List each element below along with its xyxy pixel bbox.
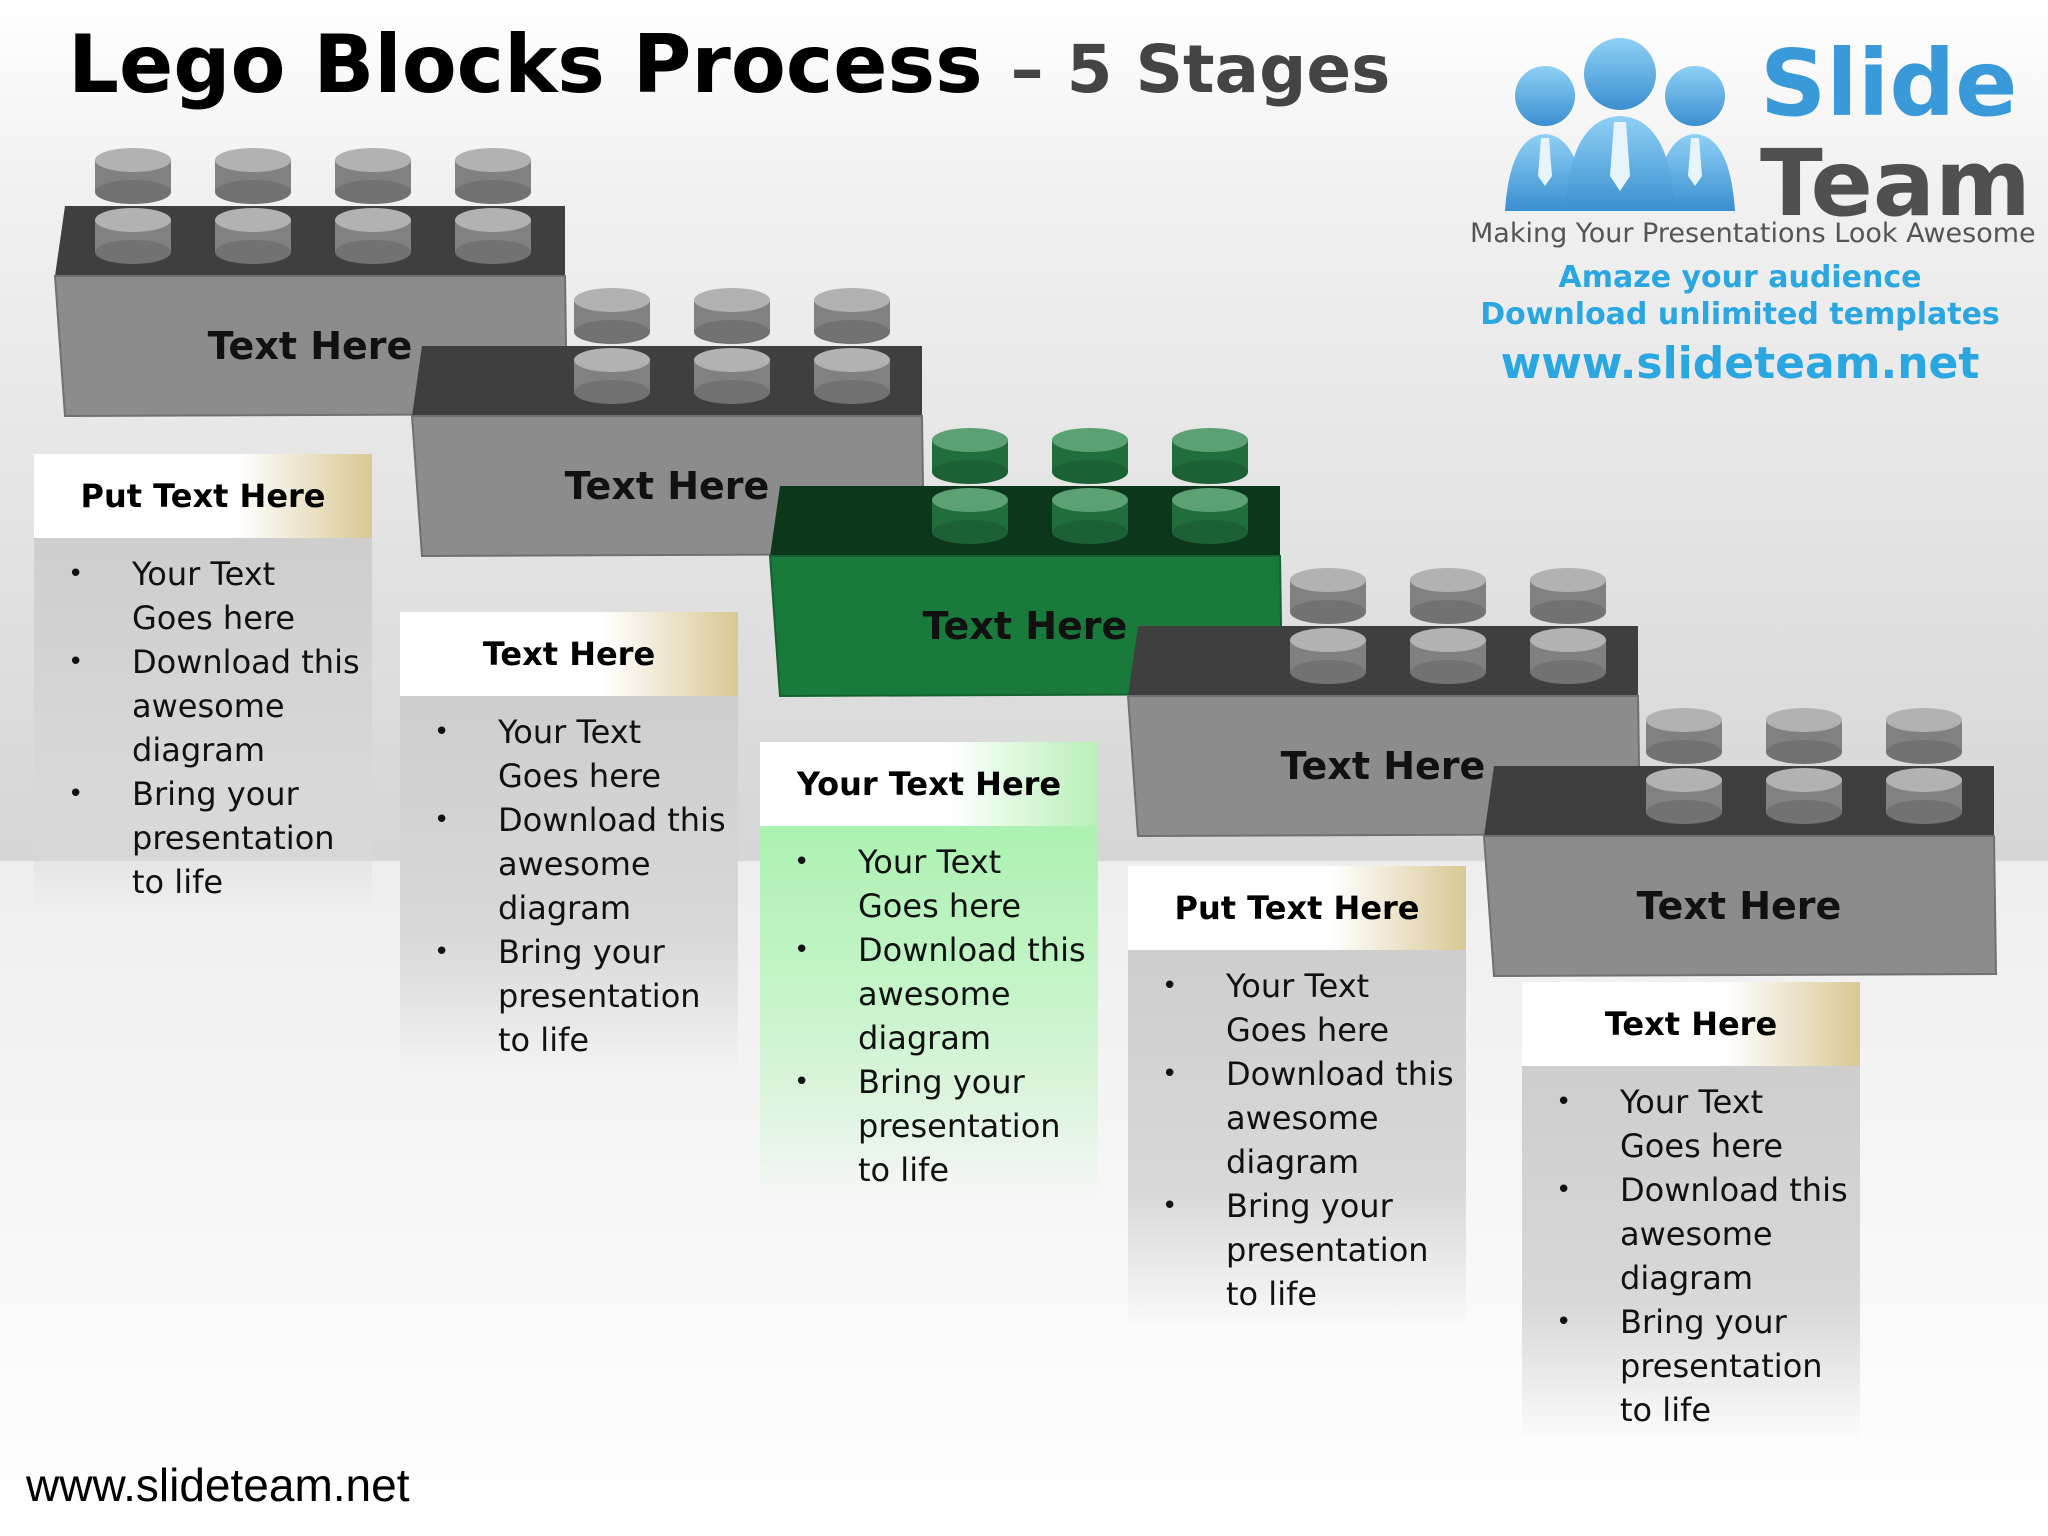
lego-stud: [1410, 568, 1486, 624]
block-label: Text Here: [207, 324, 413, 368]
lego-stud: [1290, 628, 1366, 684]
brick-top-face: [412, 346, 922, 416]
lego-stud: [455, 148, 531, 204]
lego-stud: [455, 208, 531, 264]
card-bullet: Download this awesome diagram: [760, 928, 1098, 1060]
stage-card-3: Your Text Here Your Text Goes here Downl…: [760, 742, 1098, 1202]
card-bullet: Your Text Goes here: [1522, 1080, 1860, 1168]
card-bullet: Bring your presentation to life: [34, 772, 372, 904]
lego-brick-shape: [1126, 568, 1642, 838]
card-heading: Text Here: [1522, 982, 1860, 1066]
stage-card-4: Put Text Here Your Text Goes here Downlo…: [1128, 866, 1466, 1326]
slide-title: Lego Blocks Process – 5 Stages: [68, 18, 1390, 111]
lego-stud: [814, 348, 890, 404]
lego-stud: [1530, 628, 1606, 684]
lego-stud: [932, 488, 1008, 544]
card-bullet: Your Text Goes here: [1128, 964, 1466, 1052]
lego-stud: [1410, 628, 1486, 684]
logo-line-download: Download unlimited templates: [1480, 297, 2000, 332]
people-logo-icon: [1505, 38, 1735, 211]
lego-brick-shape: [1482, 708, 1998, 978]
card-bullet: Download this awesome diagram: [400, 798, 738, 930]
lego-stud: [1172, 428, 1248, 484]
lego-stud: [814, 288, 890, 344]
title-subtitle: – 5 Stages: [1010, 31, 1391, 108]
lego-stud: [1886, 768, 1962, 824]
lego-stud: [1530, 568, 1606, 624]
lego-stud: [1646, 768, 1722, 824]
card-bullet: Download this awesome diagram: [1128, 1052, 1466, 1184]
brick-top-face: [770, 486, 1280, 556]
lego-stud: [694, 348, 770, 404]
card-bullet: Your Text Goes here: [34, 552, 372, 640]
stage-card-2: Text Here Your Text Goes here Download t…: [400, 612, 738, 1072]
lego-stud: [215, 208, 291, 264]
block-label: Text Here: [1636, 884, 1842, 928]
card-heading: Text Here: [400, 612, 738, 696]
card-bullet: Download this awesome diagram: [1522, 1168, 1860, 1300]
lego-stud: [95, 208, 171, 264]
lego-stud: [1052, 488, 1128, 544]
lego-stud: [1886, 708, 1962, 764]
card-bullet: Bring your presentation to life: [760, 1060, 1098, 1192]
lego-stud: [335, 208, 411, 264]
lego-stud: [335, 148, 411, 204]
slideteam-logo: Slide Team Making Your Presentations Loo…: [1470, 20, 2036, 389]
brick-top-face: [1128, 626, 1638, 696]
block-label: Text Here: [564, 464, 770, 508]
card-heading: Your Text Here: [760, 742, 1098, 826]
card-bullet: Bring your presentation to life: [400, 930, 738, 1062]
block-label: Text Here: [922, 604, 1128, 648]
logo-line-amaze: Amaze your audience: [1558, 260, 1922, 295]
lego-stud: [1766, 768, 1842, 824]
lego-stud: [932, 428, 1008, 484]
lego-stud: [215, 148, 291, 204]
lego-stud: [1766, 708, 1842, 764]
card-bullet: Bring your presentation to life: [1128, 1184, 1466, 1316]
lego-stud: [1052, 428, 1128, 484]
brick-top-face: [55, 206, 565, 276]
brick-front-face: [1482, 835, 1998, 978]
lego-stud: [95, 148, 171, 204]
logo-word-slide: Slide: [1760, 30, 2018, 137]
footer-url[interactable]: www.slideteam.net: [26, 1459, 410, 1511]
brick-top-face: [1484, 766, 1994, 836]
logo-url[interactable]: www.slideteam.net: [1500, 338, 1980, 389]
lego-stud: [1172, 488, 1248, 544]
card-bullet-list: Your Text Goes here Download this awesom…: [1128, 950, 1466, 1326]
lego-stud: [574, 288, 650, 344]
card-heading: Put Text Here: [1128, 866, 1466, 950]
card-bullet: Bring your presentation to life: [1522, 1300, 1860, 1432]
logo-word-team: Team: [1760, 130, 2031, 237]
lego-block-5: Text Here: [1482, 690, 2002, 978]
stage-card-1: Put Text Here Your Text Goes here Downlo…: [34, 454, 372, 914]
lego-stud: [1646, 708, 1722, 764]
lego-stud: [574, 348, 650, 404]
card-bullet: Your Text Goes here: [760, 840, 1098, 928]
block-label: Text Here: [1280, 744, 1486, 788]
lego-stud: [1290, 568, 1366, 624]
card-bullet: Your Text Goes here: [400, 710, 738, 798]
card-heading: Put Text Here: [34, 454, 372, 538]
card-bullet-list: Your Text Goes here Download this awesom…: [760, 826, 1098, 1202]
lego-stud: [694, 288, 770, 344]
card-bullet-list: Your Text Goes here Download this awesom…: [34, 538, 372, 914]
logo-tagline: Making Your Presentations Look Awesome: [1470, 218, 2036, 249]
card-bullet-list: Your Text Goes here Download this awesom…: [400, 696, 738, 1072]
card-bullet-list: Your Text Goes here Download this awesom…: [1522, 1066, 1860, 1442]
title-main: Lego Blocks Process: [68, 18, 983, 111]
card-bullet: Download this awesome diagram: [34, 640, 372, 772]
stage-card-5: Text Here Your Text Goes here Download t…: [1522, 982, 1860, 1442]
lego-block-4: Text Here: [1126, 550, 1646, 838]
